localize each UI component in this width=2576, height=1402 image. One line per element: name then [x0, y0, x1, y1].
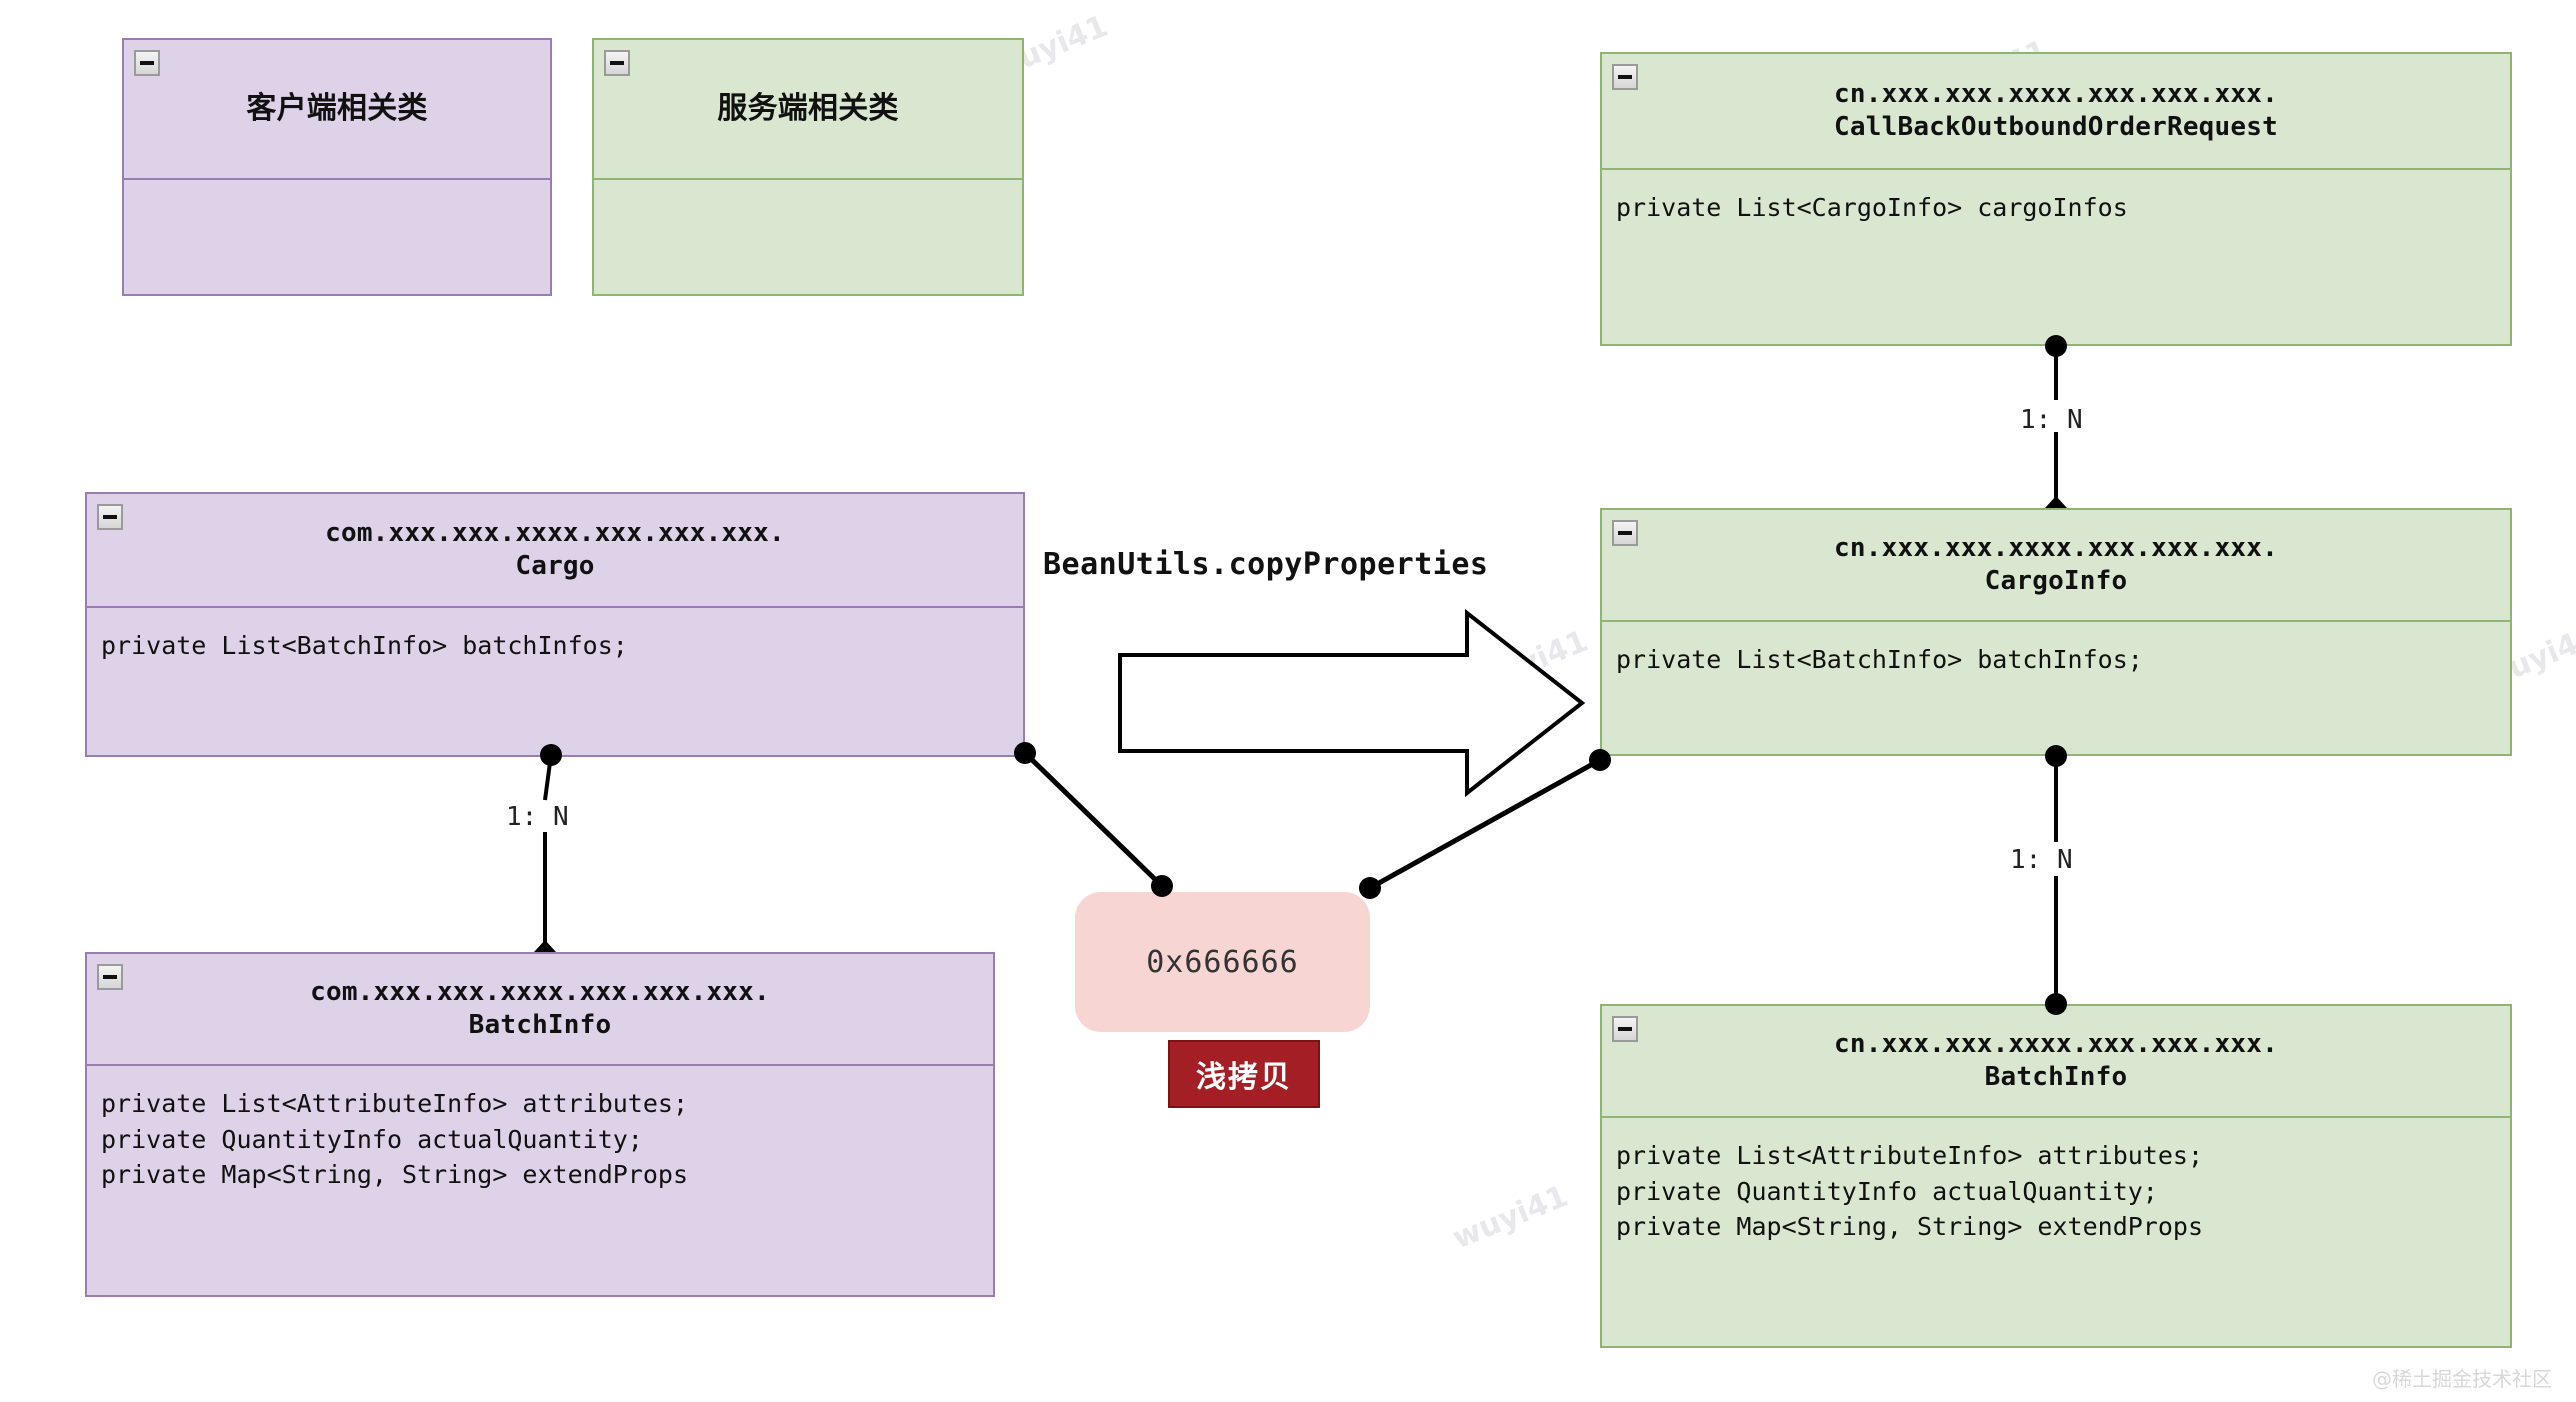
watermark-tile: wuyi41 — [1447, 1178, 1573, 1257]
collapse-minus-icon[interactable] — [134, 50, 160, 76]
connector-cargo-to-memory — [1014, 742, 1173, 897]
callback-request-package: cn.xxx.xxx.xxxx.xxx.xxx.xxx. — [1834, 78, 2278, 109]
cargoinfo-name: CargoInfo — [1984, 566, 2128, 596]
batchinfo-client-attributes: private List<AttributeInfo> attributes; … — [87, 1066, 993, 1295]
class-box-batchinfo-client[interactable]: com.xxx.xxx.xxxx.xxx.xxx.xxx. BatchInfo … — [85, 952, 995, 1297]
batchinfo-client-header: com.xxx.xxx.xxxx.xxx.xxx.xxx. BatchInfo — [87, 954, 993, 1066]
class-box-callback-request[interactable]: cn.xxx.xxx.xxxx.xxx.xxx.xxx. CallBackOut… — [1600, 52, 2512, 346]
copy-properties-label: BeanUtils.copyProperties — [1043, 547, 1489, 582]
right-arrow-icon — [1118, 608, 1586, 798]
collapse-minus-icon[interactable] — [97, 964, 123, 990]
watermark-tile: wuyi41 — [1467, 623, 1593, 702]
collapse-minus-icon[interactable] — [1612, 1016, 1638, 1042]
attribute-row: private List<AttributeInfo> attributes; — [101, 1089, 688, 1118]
attribute-row: private List<BatchInfo> batchInfos; — [101, 631, 628, 660]
legend-client-body — [124, 180, 550, 294]
edge-label-callback-cargoinfo: 1: N — [2014, 405, 2089, 435]
memory-address-box[interactable]: 0x666666 — [1075, 892, 1370, 1032]
batchinfo-server-header: cn.xxx.xxx.xxxx.xxx.xxx.xxx. BatchInfo — [1602, 1006, 2510, 1118]
collapse-minus-icon[interactable] — [97, 504, 123, 530]
cargoinfo-header: cn.xxx.xxx.xxxx.xxx.xxx.xxx. CargoInfo — [1602, 510, 2510, 622]
batchinfo-client-name: BatchInfo — [468, 1010, 612, 1040]
attribute-row: private List<BatchInfo> batchInfos; — [1616, 645, 2143, 674]
connector-cargoinfo-to-memory — [1359, 749, 1611, 899]
batchinfo-server-attributes: private List<AttributeInfo> attributes; … — [1602, 1118, 2510, 1346]
cargo-name: Cargo — [515, 551, 595, 581]
collapse-minus-icon[interactable] — [604, 50, 630, 76]
callback-request-name: CallBackOutboundOrderRequest — [1834, 112, 2278, 142]
cargoinfo-package: cn.xxx.xxx.xxxx.xxx.xxx.xxx. — [1834, 532, 2278, 563]
legend-client-header: 客户端相关类 — [124, 40, 550, 180]
shallow-copy-badge: 浅拷贝 — [1168, 1040, 1320, 1108]
collapse-minus-icon[interactable] — [1612, 64, 1638, 90]
batchinfo-client-package: com.xxx.xxx.xxxx.xxx.xxx.xxx. — [310, 976, 770, 1007]
callback-request-attributes: private List<CargoInfo> cargoInfos — [1602, 170, 2510, 348]
attribute-row: private List<CargoInfo> cargoInfos — [1616, 193, 2128, 222]
collapse-minus-icon[interactable] — [1612, 520, 1638, 546]
attribute-row: private QuantityInfo actualQuantity; — [1616, 1176, 2158, 1206]
class-box-batchinfo-server[interactable]: cn.xxx.xxx.xxxx.xxx.xxx.xxx. BatchInfo p… — [1600, 1004, 2512, 1348]
cargo-package: com.xxx.xxx.xxxx.xxx.xxx.xxx. — [325, 517, 785, 548]
legend-server-header: 服务端相关类 — [594, 40, 1022, 180]
attribute-row: private Map<String, String> extendProps — [101, 1160, 688, 1189]
legend-box-server[interactable]: 服务端相关类 — [592, 38, 1024, 296]
cargo-header: com.xxx.xxx.xxxx.xxx.xxx.xxx. Cargo — [87, 494, 1023, 608]
legend-server-body — [594, 180, 1022, 294]
edge-label-cargo-batch: 1: N — [500, 802, 575, 832]
memory-address-text: 0x666666 — [1146, 944, 1299, 980]
credit-watermark: @稀土掘金技术社区 — [2372, 1367, 2552, 1391]
batchinfo-server-package: cn.xxx.xxx.xxxx.xxx.xxx.xxx. — [1834, 1028, 2278, 1059]
connector-cargoinfo-to-batchinfo — [2045, 745, 2067, 1015]
callback-request-header: cn.xxx.xxx.xxxx.xxx.xxx.xxx. CallBackOut… — [1602, 54, 2510, 170]
legend-client-label: 客户端相关类 — [246, 90, 428, 126]
connector-cargo-to-batchinfo — [534, 744, 562, 952]
attribute-row: private Map<String, String> extendProps — [1616, 1212, 2203, 1241]
class-box-cargoinfo[interactable]: cn.xxx.xxx.xxxx.xxx.xxx.xxx. CargoInfo p… — [1600, 508, 2512, 756]
attribute-row: private List<AttributeInfo> attributes; — [1616, 1141, 2203, 1170]
edge-label-cargoinfo-batch: 1: N — [2004, 845, 2079, 875]
legend-server-label: 服务端相关类 — [717, 90, 899, 126]
cargo-attributes: private List<BatchInfo> batchInfos; — [87, 608, 1023, 755]
legend-box-client[interactable]: 客户端相关类 — [122, 38, 552, 296]
cargoinfo-attributes: private List<BatchInfo> batchInfos; — [1602, 622, 2510, 754]
batchinfo-server-name: BatchInfo — [1984, 1062, 2128, 1092]
class-box-cargo[interactable]: com.xxx.xxx.xxxx.xxx.xxx.xxx. Cargo priv… — [85, 492, 1025, 757]
attribute-row: private QuantityInfo actualQuantity; — [101, 1124, 643, 1154]
